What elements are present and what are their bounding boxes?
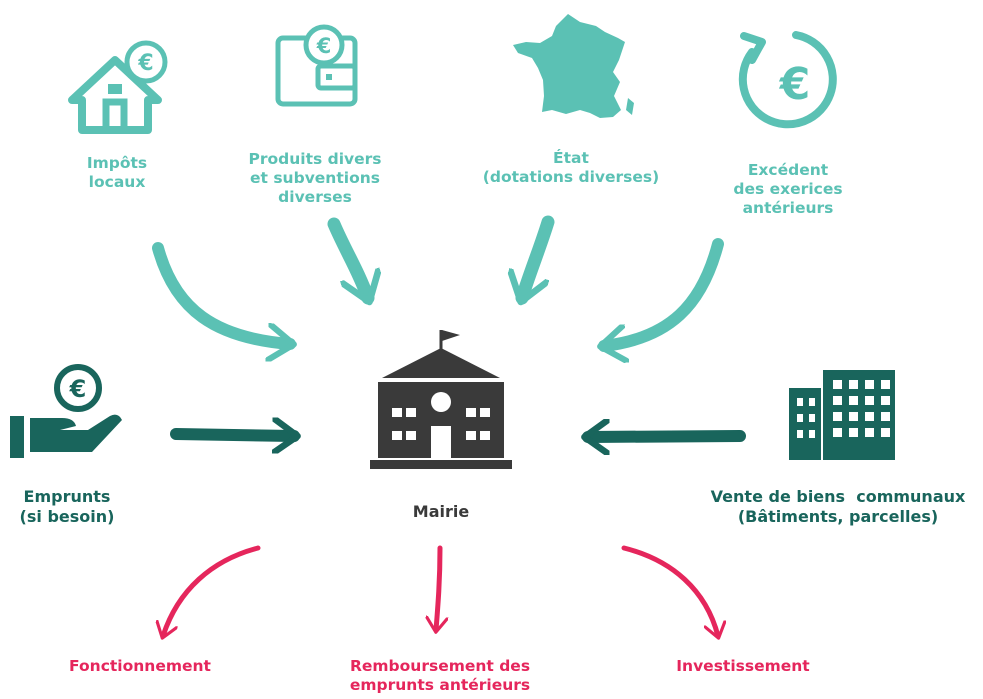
label-line: (Bâtiments, parcelles) <box>737 506 939 526</box>
label-mairie: Mairie <box>412 502 470 521</box>
house-euro-icon: € <box>68 40 168 134</box>
label-line: État <box>553 149 589 167</box>
label-vente-biens: Vente de biens communaux (Bâtiments, par… <box>711 487 966 526</box>
france-map-icon <box>513 14 634 118</box>
svg-text:€: € <box>69 375 87 403</box>
label-emprunts: Emprunts (si besoin) <box>20 487 115 526</box>
arrow-etat <box>522 215 555 298</box>
label-excedent: Excédent des exerices antérieurs <box>733 161 842 218</box>
label-etat: État (dotations diverses) <box>483 149 659 187</box>
label-line: emprunts antérieurs <box>349 675 531 694</box>
label-line: diverses <box>278 187 352 206</box>
label-line: Produits divers <box>248 150 382 168</box>
arrow-excedent <box>604 238 724 346</box>
label-line: Remboursement des <box>349 657 531 675</box>
label-investissement: Investissement <box>676 657 809 676</box>
label-produits-divers: Produits divers et subventions diverses <box>248 150 381 207</box>
label-impots-locaux: Impôts locaux <box>87 154 147 192</box>
label-line: (si besoin) <box>19 506 115 526</box>
label-line: (dotations diverses) <box>482 167 660 186</box>
buildings-icon <box>789 370 895 460</box>
svg-text:€: € <box>137 51 153 76</box>
svg-text:€: € <box>316 34 332 58</box>
label-line: et subventions <box>250 168 380 187</box>
arrow-fonctionnement <box>163 545 261 636</box>
svg-text:€: € <box>779 59 811 110</box>
label-line: Excédent <box>747 161 829 179</box>
label-line: antérieurs <box>742 198 834 217</box>
wallet-euro-icon: € <box>275 24 358 107</box>
label-remboursement: Remboursement des emprunts antérieurs <box>350 657 530 695</box>
label-line: des exerices <box>733 179 843 198</box>
label-line: Vente de biens communaux <box>710 487 966 506</box>
arrow-investissement <box>621 545 718 636</box>
euro-refresh-icon: € <box>738 31 837 129</box>
hand-euro-icon: € <box>10 364 122 458</box>
arrow-impots <box>152 242 290 344</box>
label-line: Impôts <box>86 154 148 172</box>
label-line: Investissement <box>676 657 810 675</box>
label-line: Fonctionnement <box>69 657 211 675</box>
arrow-vente <box>588 436 746 437</box>
label-line: locaux <box>88 172 146 191</box>
label-line: Emprunts <box>23 487 111 506</box>
label-fonctionnement: Fonctionnement <box>69 657 211 676</box>
arrow-emprunts <box>170 434 294 436</box>
arrow-produits <box>327 217 368 298</box>
arrow-remboursement <box>436 545 440 630</box>
town-hall-icon <box>370 330 512 469</box>
